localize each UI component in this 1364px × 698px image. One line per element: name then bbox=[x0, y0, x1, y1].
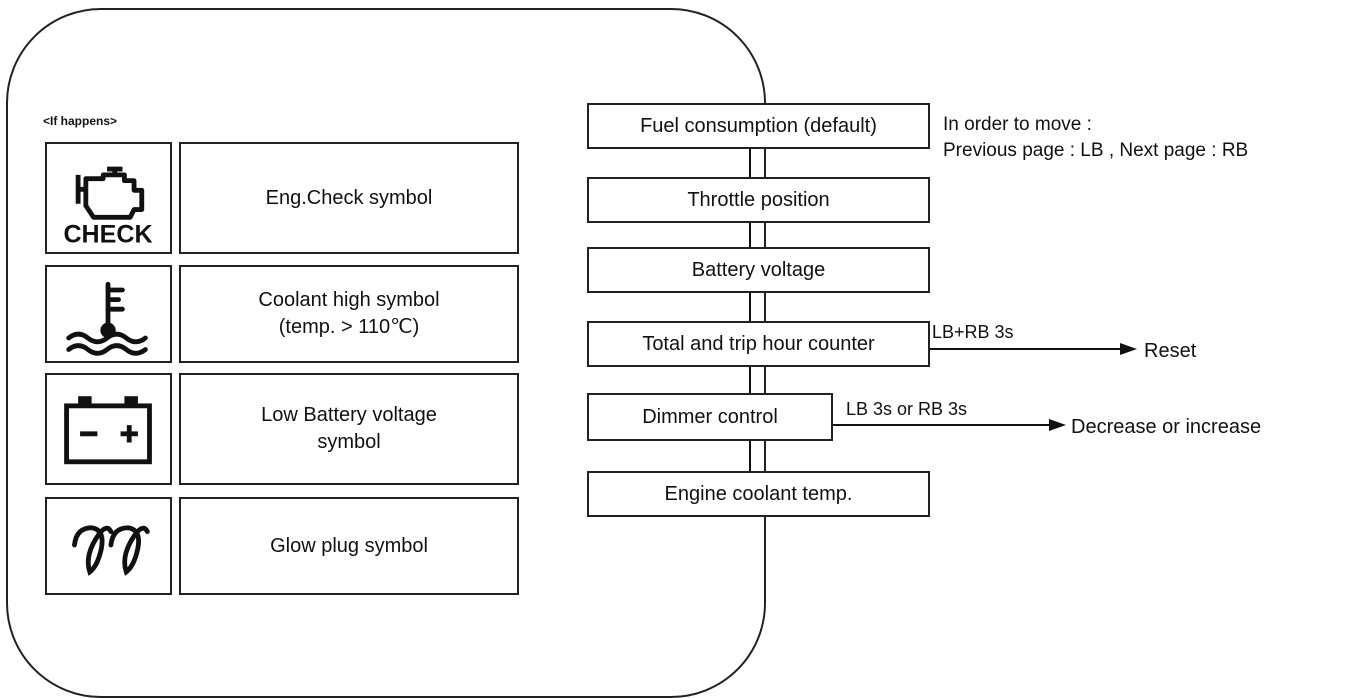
coolant-temperature-icon bbox=[45, 265, 172, 363]
battery-icon bbox=[45, 373, 172, 485]
menu-item-throttle-position: Throttle position bbox=[587, 177, 930, 223]
menu-item-battery-voltage: Battery voltage bbox=[587, 247, 930, 293]
hour-counter-action: LB+RB 3s bbox=[932, 322, 1014, 342]
dimmer-result: Decrease or increase bbox=[1071, 416, 1262, 438]
reset-arrow-head bbox=[1120, 343, 1137, 355]
menu-item-fuel-consumption: Fuel consumption (default) bbox=[587, 103, 930, 149]
low-battery-label: Low Battery voltage symbol bbox=[179, 373, 519, 485]
navigation-note-line2: Previous page : LB , Next page : RB bbox=[943, 140, 1249, 161]
hour-counter-result: Reset bbox=[1144, 340, 1197, 362]
glow-plug-icon bbox=[45, 497, 172, 595]
engine-check-label: Eng.Check symbol bbox=[179, 142, 519, 254]
menu-item-hour-counter: Total and trip hour counter bbox=[587, 321, 930, 367]
dimmer-action: LB 3s or RB 3s bbox=[846, 399, 968, 419]
glow-plug-label: Glow plug symbol bbox=[179, 497, 519, 595]
menu-item-dimmer-control: Dimmer control bbox=[587, 393, 833, 441]
coolant-high-label: Coolant high symbol (temp. > 110℃) bbox=[179, 265, 519, 363]
engine-check-icon: CHECK bbox=[45, 142, 172, 254]
dimmer-arrow-head bbox=[1049, 419, 1066, 431]
warning-caption: <If happens> bbox=[43, 114, 118, 128]
navigation-note-line1: In order to move : bbox=[943, 114, 1092, 135]
menu-item-engine-coolant-temp: Engine coolant temp. bbox=[587, 471, 930, 517]
check-icon-text: CHECK bbox=[63, 220, 152, 248]
